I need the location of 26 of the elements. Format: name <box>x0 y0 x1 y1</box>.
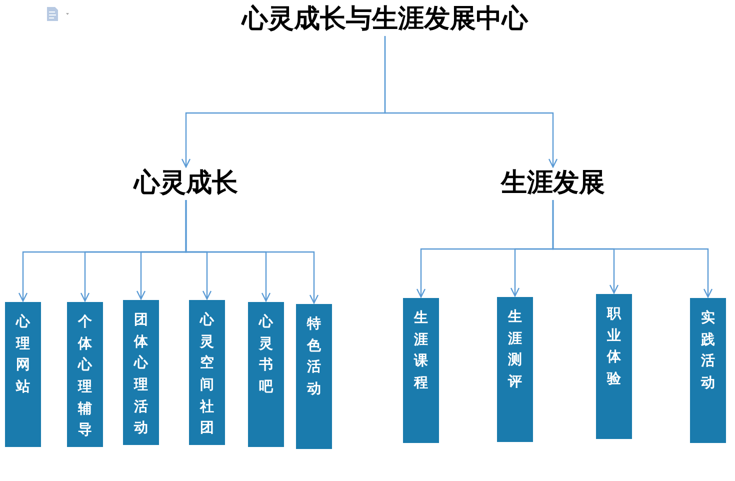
item-box <box>403 298 439 443</box>
arrow <box>185 200 319 304</box>
box-label: 生涯课程 <box>414 309 428 394</box>
item-box <box>123 300 159 445</box>
item-box <box>690 298 726 443</box>
section-heading: 生涯发展 <box>487 168 619 198</box>
item-box <box>248 302 284 447</box>
item-box <box>189 300 225 445</box>
box-label: 心理网站 <box>16 312 30 398</box>
box-label: 个体心理辅导 <box>78 313 92 440</box>
item-box <box>596 294 632 439</box>
box-label: 心灵空间社团 <box>200 310 214 438</box>
box-label: 职业体验 <box>607 305 621 390</box>
section-heading: 心灵成长 <box>120 168 252 198</box>
box-label: 特色活动 <box>307 315 321 400</box>
box-label: 生涯测评 <box>508 308 522 392</box>
box-label: 团体心理活动 <box>134 311 148 438</box>
item-box <box>296 304 332 449</box>
item-box <box>5 302 41 447</box>
arrow <box>384 36 558 168</box>
item-box <box>497 297 533 442</box>
arrow <box>552 200 713 298</box>
item-box <box>67 302 103 447</box>
box-label: 实践活动 <box>701 308 715 394</box>
title: 心灵成长与生涯发展中心 <box>215 4 555 34</box>
box-label: 心灵书吧 <box>259 312 273 398</box>
